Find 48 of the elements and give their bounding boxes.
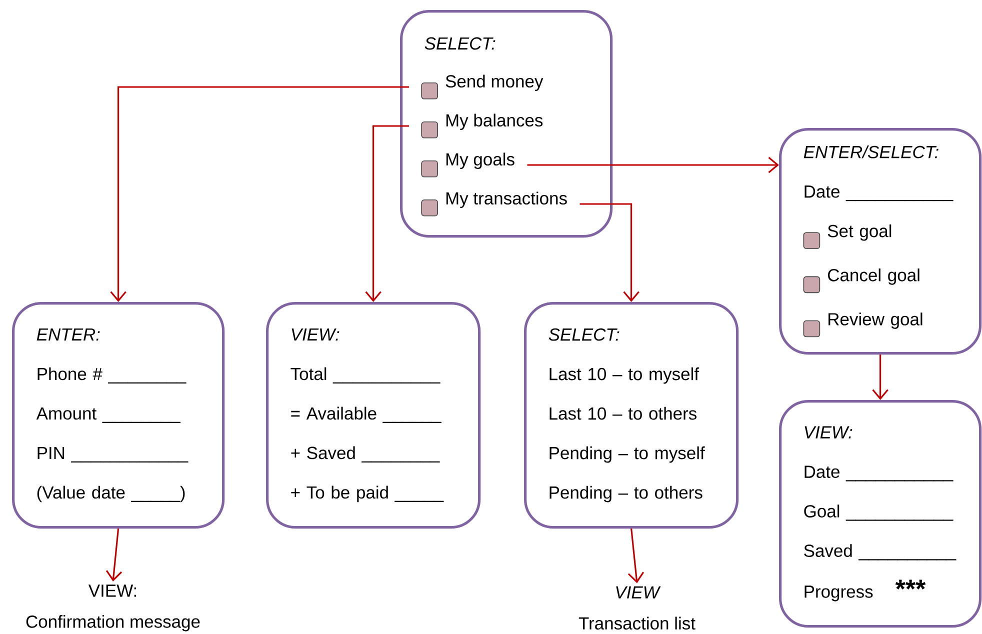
field-label: Amount ________ [36, 407, 180, 423]
field-label: (Value date _____) [37, 486, 185, 502]
form-box [266, 302, 481, 529]
heading-label: ENTER/SELECT: [804, 145, 938, 158]
field-label: Goal ___________ [804, 504, 954, 521]
menu-option: Send money [446, 74, 544, 92]
field-label: Cancel goal [828, 268, 920, 285]
field-label: Pending – to others [550, 486, 702, 502]
menu-option: My transactions [446, 192, 567, 208]
arrow [872, 354, 888, 400]
heading-label: VIEW: [804, 426, 852, 438]
arrow [527, 156, 779, 174]
heading-label: SELECT: [424, 37, 496, 50]
form-box [779, 400, 982, 628]
field-label: PIN ____________ [38, 446, 188, 462]
caption-text: VIEW: [88, 584, 136, 597]
field-label: Date ___________ [804, 466, 954, 482]
menu-option: My balances [446, 114, 543, 130]
rating-stars: *** [895, 580, 926, 590]
menu-option: My goals [446, 152, 514, 170]
field-label: Pending – to myself [550, 446, 705, 463]
menu-box [400, 10, 613, 238]
arrow [106, 528, 122, 582]
heading-label: ENTER: [36, 328, 100, 340]
form-box [12, 302, 225, 529]
arrow [365, 125, 409, 302]
field-label: Review goal [828, 312, 922, 329]
heading-label: SELECT: [548, 328, 620, 341]
form-box [524, 302, 739, 529]
caption-text: Transaction list [578, 616, 696, 630]
field-label: + Saved ________ [291, 446, 440, 462]
heading-label: VIEW: [292, 328, 340, 340]
field-label: Saved __________ [804, 544, 956, 560]
caption-text: VIEW [616, 586, 661, 598]
field-label: Phone # ________ [38, 367, 186, 384]
caption-text: Confirmation message [26, 615, 200, 632]
field-label: Progress [804, 586, 873, 602]
arrow [110, 86, 409, 302]
arrow [580, 203, 640, 302]
arrow [628, 528, 644, 584]
field-label: = Available ______ [291, 406, 442, 423]
field-label: Last 10 – to others [550, 406, 696, 420]
field-label: + To be paid _____ [291, 486, 444, 502]
field-label: Set goal [828, 224, 892, 241]
field-label: Last 10 – to myself [550, 367, 700, 384]
field-label: Total ___________ [290, 367, 440, 384]
field-label: Date ___________ [804, 186, 954, 202]
form-box [779, 128, 982, 355]
